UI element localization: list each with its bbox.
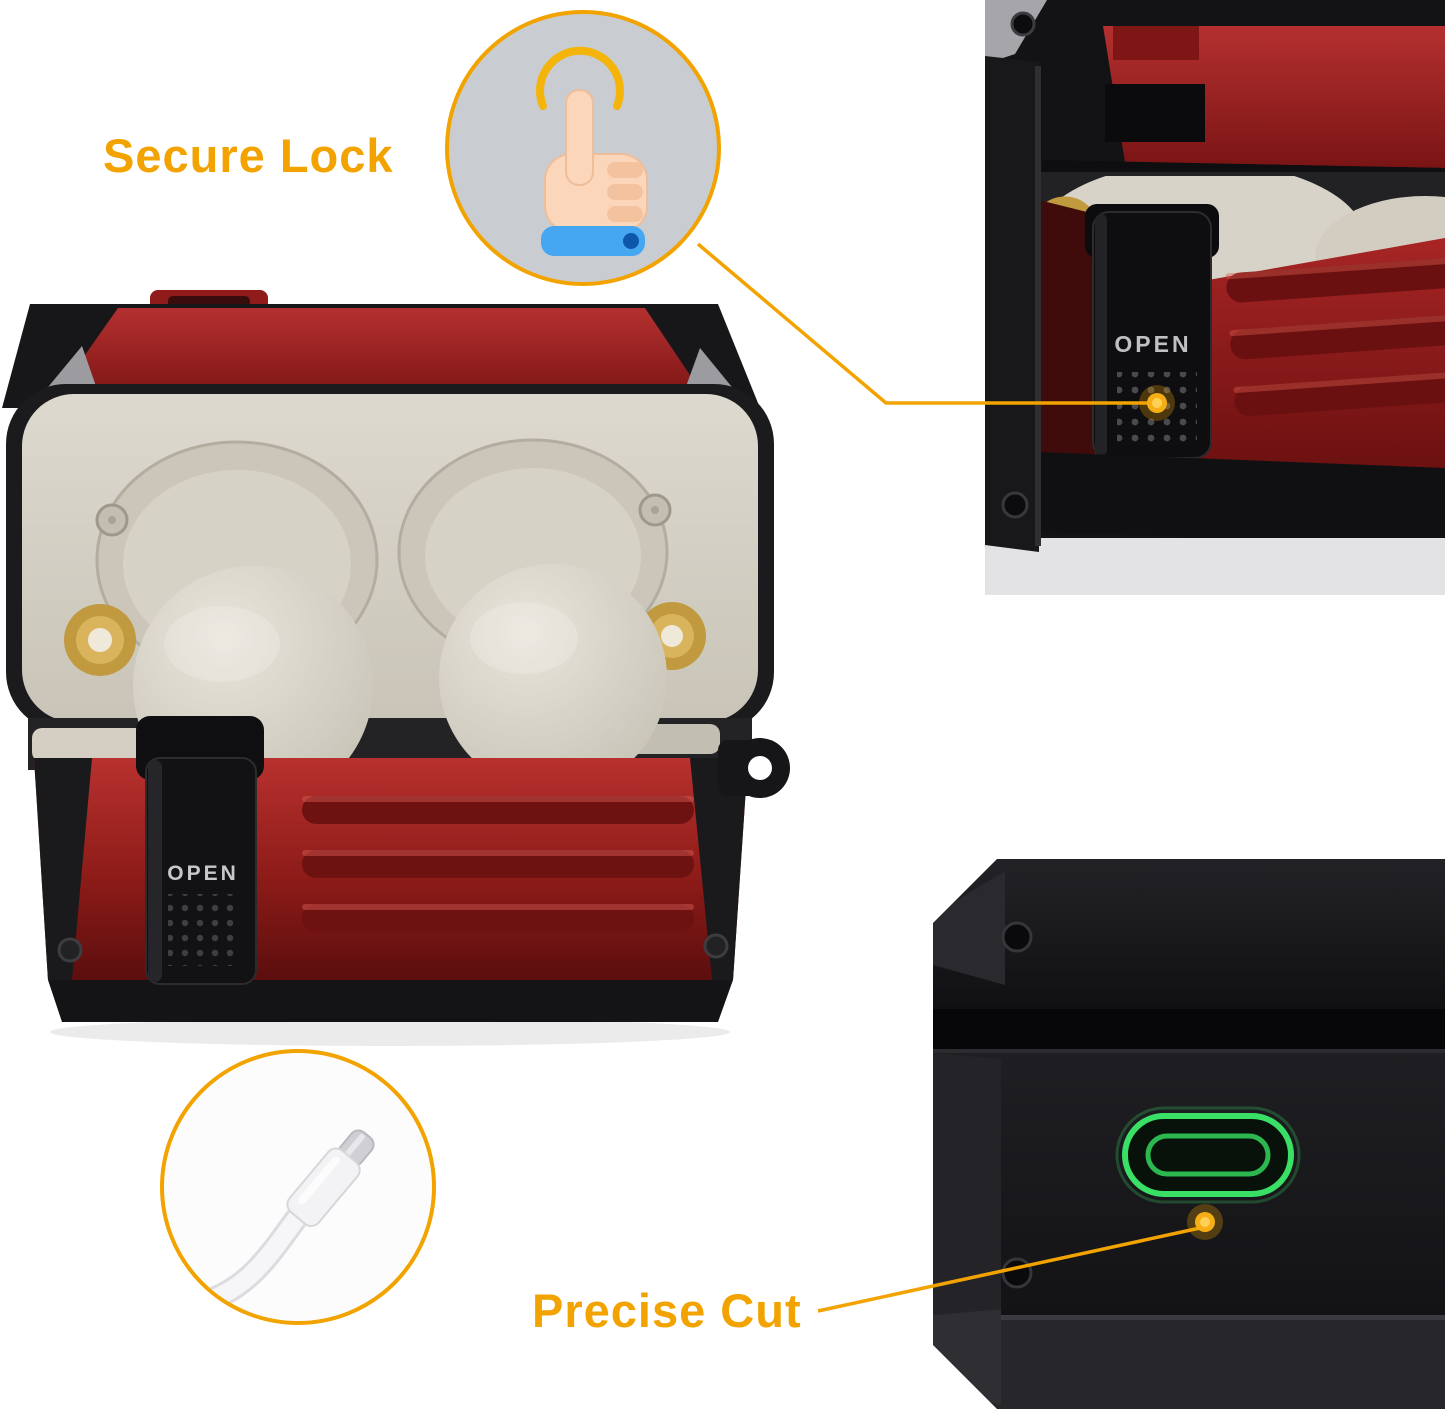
secure-lock-inset (445, 10, 721, 286)
base-ridges (302, 796, 694, 932)
latch-dot-grid (168, 894, 240, 966)
floor (985, 538, 1445, 595)
bottom-band (1035, 452, 1445, 545)
usb-cable-icon (182, 1129, 375, 1317)
secure-lock-label: Secure Lock (103, 129, 394, 182)
left-armor-edge (985, 56, 1039, 552)
usb-c-port (1115, 1106, 1301, 1204)
gold-ring-left (64, 604, 136, 676)
lock-latch: OPEN (136, 716, 264, 985)
hinge-groove (933, 1009, 1445, 1049)
corner-cut-bottom (933, 1345, 997, 1409)
latch-dot-grid-zoom (1117, 372, 1197, 450)
screw-bottom (1001, 1257, 1033, 1289)
armor-facet (933, 871, 1005, 985)
lock-latch-zoom: OPEN (1085, 204, 1219, 459)
tap-gesture-icon (536, 46, 648, 256)
latch-open-label: OPEN (167, 862, 239, 885)
bottom-screw (1001, 491, 1029, 519)
charging-port-photo (933, 859, 1445, 1409)
front-ridges (1225, 257, 1445, 417)
precise-cut-inset (160, 1049, 436, 1325)
earbud-right (439, 564, 667, 792)
case-lid (2, 290, 760, 408)
precise-cut-label: Precise Cut (532, 1284, 802, 1337)
case-base: OPEN (28, 564, 790, 1046)
base-screw-left (57, 937, 83, 963)
carabiner-loop (718, 738, 790, 798)
wristband (541, 226, 645, 256)
latch-closeup-photo: OPEN (985, 0, 1445, 595)
latch-open-label-zoom: OPEN (1114, 331, 1191, 357)
bottom-trim (933, 1315, 1445, 1409)
base-screw-right (703, 933, 729, 959)
corner-cut-top (933, 859, 997, 923)
open-case-photo: OPEN (2, 290, 790, 1046)
screw-top (1001, 921, 1033, 953)
corner-screw (1010, 11, 1036, 37)
